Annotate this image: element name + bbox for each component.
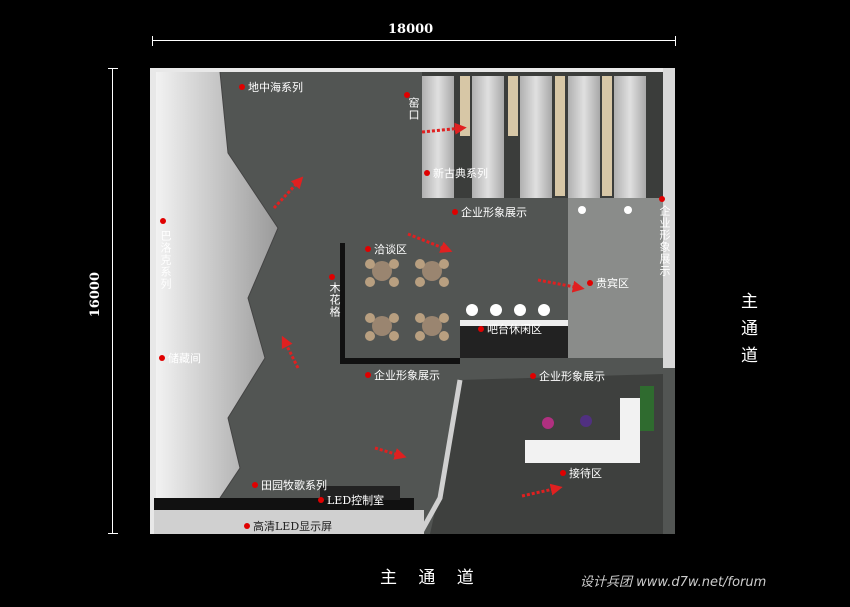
- top-wall: [150, 68, 675, 72]
- panel-1: [422, 76, 454, 198]
- label-corporate-lower: 企业形象展示: [530, 368, 605, 384]
- label-new-classic: 新古典系列: [424, 165, 488, 181]
- marker-dot: [318, 497, 324, 503]
- vip-light-2: [624, 206, 632, 214]
- vip-area: [568, 198, 663, 358]
- label-baroque: 巴洛克系列: [159, 230, 172, 290]
- label-hd-led: 高清LED显示屏: [244, 518, 332, 534]
- main-road-right: 主通道: [737, 292, 757, 373]
- watermark: 设计兵团 www.d7w.net/forum: [580, 575, 767, 590]
- marker-dot: [244, 523, 250, 529]
- marker-dot: [329, 274, 335, 280]
- label-bar-lounge: 吧台休闲区: [478, 321, 542, 337]
- label-negotiation: 洽谈区: [365, 241, 407, 257]
- right-wall: [663, 68, 675, 368]
- reception-chair-1: [542, 417, 554, 429]
- reception-chair-2: [580, 415, 592, 427]
- panel-3: [472, 76, 504, 198]
- marker-dot: [404, 92, 410, 98]
- reception-desk: [525, 398, 640, 463]
- marker-dot: [365, 372, 371, 378]
- label-vip: 贵宾区: [587, 275, 629, 291]
- bar-top: [460, 320, 568, 326]
- tables: [365, 259, 449, 341]
- vip-light-1: [578, 206, 586, 214]
- panel-9: [614, 76, 646, 198]
- label-mediterranean: 地中海系列: [239, 79, 303, 95]
- label-reception: 接待区: [560, 465, 602, 481]
- label-lattice: 木花格: [328, 282, 341, 318]
- marker-dot: [478, 326, 484, 332]
- led-control-room: [320, 486, 400, 500]
- floor-plan: [150, 68, 675, 534]
- led-screen: [154, 498, 414, 510]
- panel-6: [555, 76, 565, 196]
- label-storage: 储藏间: [159, 350, 201, 366]
- main-road-bottom: 主 通 道: [380, 568, 482, 588]
- panel-7: [568, 76, 600, 198]
- flow-arrows: [272, 122, 585, 498]
- marker-dot: [659, 196, 665, 202]
- label-led-control: LED控制室: [318, 492, 384, 508]
- zigzag-wall-shade: [219, 71, 279, 499]
- width-dimension-line: [152, 36, 676, 46]
- label-pastoral: 田园牧歌系列: [252, 477, 327, 493]
- marker-dot: [530, 373, 536, 379]
- panel-2: [460, 76, 470, 136]
- width-dimension: 18000: [388, 22, 434, 37]
- marker-dot: [424, 170, 430, 176]
- marker-dot: [159, 355, 165, 361]
- bar-stools: [466, 304, 550, 316]
- left-wall: [150, 68, 156, 534]
- marker-dot: [365, 246, 371, 252]
- lattice-screen: [340, 243, 345, 363]
- bottom-wall: [154, 510, 424, 534]
- marker-dot: [160, 218, 166, 224]
- label-kiln-mouth: 窑口: [407, 97, 420, 121]
- marker-dot: [252, 482, 258, 488]
- marker-dot: [452, 209, 458, 215]
- marker-dot: [587, 280, 593, 286]
- height-dimension: 16000: [88, 272, 103, 318]
- panel-8: [602, 76, 612, 196]
- angled-wall: [417, 379, 463, 534]
- panel-4: [508, 76, 518, 136]
- label-corporate-top: 企业形象展示: [452, 204, 527, 220]
- zigzag-wall: [156, 72, 278, 498]
- plant-wall: [640, 386, 654, 431]
- label-corporate-right: 企业形象展示: [658, 205, 671, 277]
- marker-dot: [560, 470, 566, 476]
- marker-dot: [239, 84, 245, 90]
- label-corporate-middle: 企业形象展示: [365, 367, 440, 383]
- panel-5: [520, 76, 552, 198]
- height-dimension-line: [108, 68, 118, 534]
- lattice-base: [340, 358, 460, 364]
